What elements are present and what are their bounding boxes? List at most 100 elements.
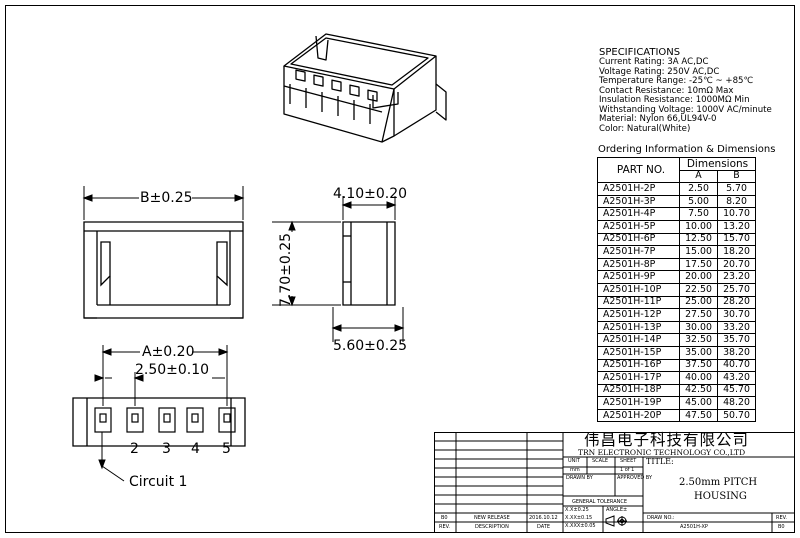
header-description: DESCRIPTION [475,524,509,530]
a-cell: 25.00 [679,295,718,310]
b-cell: 30.70 [717,308,756,322]
drawing-no-label: DRAW NO.: [647,515,675,521]
dimension-pitch-label: 2.50±0.10 [135,362,210,378]
revision-date: 2016.10.12 [529,515,558,521]
part-cell: A2501H-12P [597,308,680,322]
header-rev: REV. [439,524,450,530]
part-cell: A2501H-6P [597,232,680,247]
spec-line-voltage: Voltage Rating: 250V AC,DC [599,66,720,77]
sheet-value: 1 of 1 [620,467,635,473]
b-cell: 28.20 [717,295,756,310]
b-cell: 8.20 [717,194,756,209]
pin-slots [94,407,236,433]
side-view [342,221,396,306]
tolerance-x: X.X±0.25 [565,507,589,513]
col-a-header: A [679,169,718,184]
projection-symbol-icon [605,515,627,527]
unit-value: mm [570,467,580,473]
b-cell: 33.20 [717,320,756,335]
bottom-dimension-lines [94,345,229,482]
company-name-cn: 伟昌电子科技有限公司 [584,431,750,449]
iso-view [283,33,447,143]
dimension-a-label: A±0.20 [142,344,195,360]
approved-by-label: APPROVED BY [617,475,653,481]
part-cell: A2501H-2P [597,182,680,196]
general-tolerance-label: GENERAL TOLERANCE [572,499,628,505]
part-cell: A2501H-9P [597,270,680,284]
part-cell: A2501H-13P [597,320,680,335]
rev-label: REV. [776,515,787,521]
front-view [83,221,244,319]
part-cell: A2501H-20P [597,408,680,423]
b-cell: 20.70 [717,257,756,272]
part-cell: A2501H-3P [597,194,680,209]
a-cell: 45.00 [679,396,718,410]
tolerance-xx: X.XX±0.15 [565,515,593,521]
spec-line-current: Current Rating: 3A AC,DC [599,57,709,67]
a-cell: 22.50 [679,282,718,297]
b-cell: 13.20 [717,219,756,234]
tolerance-xxx: X.XXX±0.05 [565,523,596,529]
drawing-no: A2501H-XP [680,524,708,530]
b-cell: 40.70 [717,358,756,373]
angle-label: ANGLE± [606,507,628,513]
spec-line-color: Color: Natural(White) [599,123,691,134]
a-cell: 42.50 [679,383,718,398]
sheet-label: SHEET [620,458,637,464]
b-cell: 43.20 [717,371,756,385]
spec-line-material: Material: Nylon 66,UL94V-0 [599,114,717,124]
b-cell: 38.20 [717,345,756,360]
part-cell: A2501H-15P [597,345,680,360]
revision-description: NEW RELEASE [474,515,510,521]
a-cell: 10.00 [679,219,718,234]
revision-code: B0 [441,515,448,521]
part-cell: A2501H-8P [597,257,680,272]
a-cell: 35.00 [679,345,718,360]
title-block-grid [434,432,795,533]
spec-line-withstanding: Withstanding Voltage: 1000V AC/minute [599,104,772,115]
company-name-en: TRN ELECTRONIC TECHNOLOGY CO.,LTD [578,448,746,457]
scale-label: SCALE [592,458,609,464]
b-cell: 35.70 [717,333,756,347]
b-cell: 25.70 [717,282,756,297]
part-cell: A2501H-7P [597,245,680,259]
part-cell: A2501H-4P [597,207,680,221]
a-cell: 20.00 [679,270,718,284]
header-date: DATE [537,524,551,530]
title-line-2: HOUSING [694,491,747,502]
a-cell: 40.00 [679,371,718,385]
part-no-header: PART NO. [597,156,680,184]
part-cell: A2501H-17P [597,371,680,385]
title-label: TITLE: [646,457,674,466]
col-b-header: B [717,169,756,184]
circuit-label: Circuit 1 [129,474,188,490]
a-cell: 27.50 [679,308,718,322]
b-cell: 5.70 [717,182,756,196]
dimension-height-label: 7.70±0.25 [278,232,294,307]
spec-line-insulation: Insulation Resistance: 1000MΩ Min [599,95,750,105]
a-cell: 37.50 [679,358,718,373]
a-cell: 17.50 [679,257,718,272]
part-cell: A2501H-10P [597,282,680,297]
ordering-title: Ordering Information & Dimensions [598,144,776,155]
a-cell: 15.00 [679,245,718,259]
spec-line-temperature: Temperature Range: -25℃ ~ +85℃ [599,76,754,86]
title-line-1: 2.50mm PITCH [679,477,758,488]
pin-number-5: 5 [222,441,231,457]
